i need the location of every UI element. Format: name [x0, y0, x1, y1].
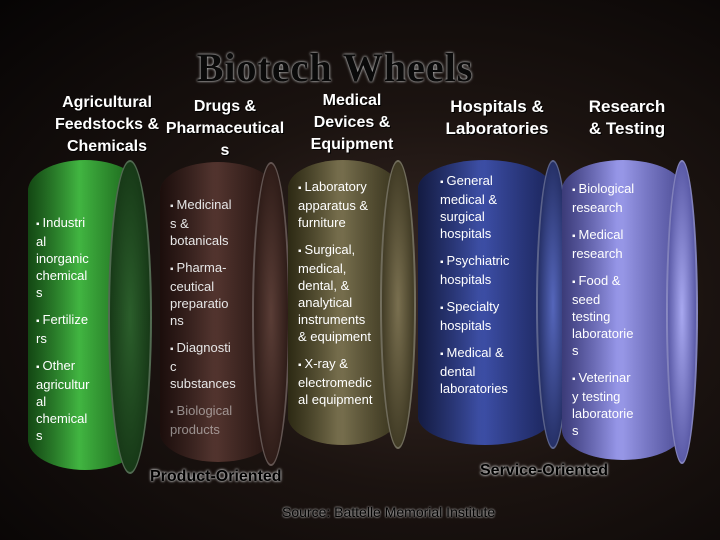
slide-title: Biotech Wheels — [196, 45, 474, 90]
wheel-rim-research — [666, 160, 698, 464]
list-agricultural: ▪Industri al inorganic chemical s ▪Ferti… — [36, 214, 120, 454]
wheel-rim-medical — [380, 160, 416, 449]
list-item: ▪Food & seed testing laboratorie s — [572, 273, 634, 358]
list-item: ▪Laboratory apparatus & furniture — [298, 179, 369, 230]
list-item: ▪Diagnosti c substances — [170, 340, 236, 391]
list-drugs: ▪Medicinal s & botanicals ▪Pharma- ceuti… — [170, 196, 262, 448]
label-product-oriented: Product-Oriented — [150, 468, 282, 485]
heading-research: Research & Testing — [588, 97, 666, 138]
heading-drugs: Drugs & Pharmaceutical s — [165, 98, 285, 159]
list-item: ▪Biological research — [572, 181, 635, 215]
wheel-hospitals — [418, 160, 552, 445]
list-item: ▪Medicinal s & botanicals — [170, 197, 232, 248]
wheel-shade — [562, 160, 684, 460]
wheel-rim-agricultural — [108, 160, 152, 474]
source-note: Source: Battelle Memorial Institute — [282, 504, 496, 520]
list-research: ▪Biological research ▪Medical research ▪… — [572, 180, 668, 449]
list-item: ▪General medical & surgical hospitals — [440, 173, 498, 241]
list-item: ▪Fertilize rs — [36, 312, 89, 346]
label-service-oriented: Service-Oriented — [480, 462, 609, 479]
list-item: ▪Other agricultur al chemical s — [36, 358, 90, 443]
heading-hospitals: Hospitals & Laboratories — [445, 97, 549, 138]
list-hospitals: ▪General medical & surgical hospitals ▪P… — [440, 172, 540, 407]
wheel-shade — [418, 160, 552, 445]
list-medical: ▪Laboratory apparatus & furniture ▪Surgi… — [298, 178, 392, 418]
list-item: ▪Pharma- ceutical preparatio ns — [170, 260, 229, 328]
list-item: ▪Biological products — [170, 403, 233, 437]
heading-medical: Medical Devices & Equipment — [310, 92, 394, 153]
list-item: ▪Surgical, medical, dental, & analytical… — [298, 242, 371, 344]
list-item: ▪Medical research — [572, 227, 624, 261]
list-item: ▪X-ray & electromedic al equipment — [298, 356, 373, 407]
list-item: ▪Veterinar y testing laboratorie s — [572, 370, 634, 438]
list-item: ▪Medical & dental laboratories — [440, 345, 508, 396]
list-item: ▪Specialty hospitals — [440, 299, 500, 333]
list-item: ▪Psychiatric hospitals — [440, 253, 510, 287]
wheel-research — [562, 160, 684, 460]
heading-agricultural: Agricultural Feedstocks & Chemicals — [54, 94, 160, 155]
list-item: ▪Industri al inorganic chemical s — [36, 215, 89, 300]
